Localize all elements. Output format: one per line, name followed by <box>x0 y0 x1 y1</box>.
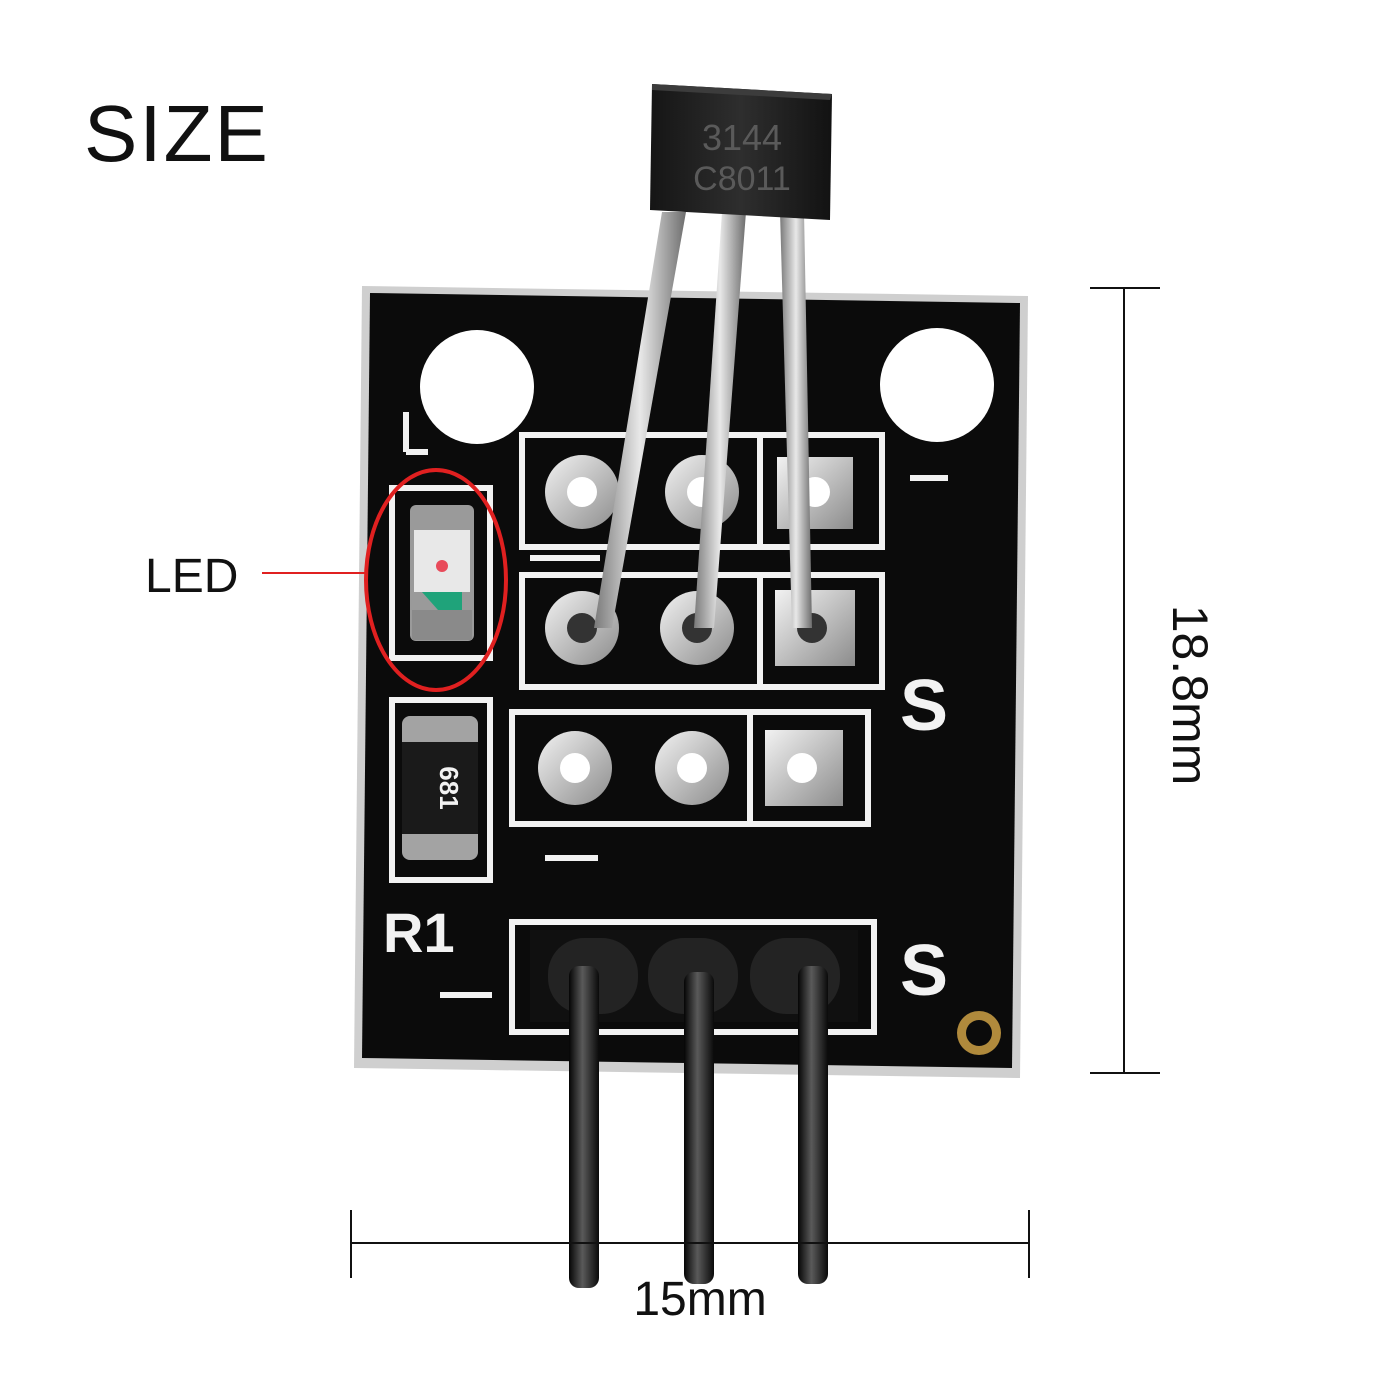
hall-sensor-3144 <box>650 84 832 220</box>
silkscreen-s-upper-label: S <box>900 666 948 746</box>
width-dimension-line <box>350 1210 1030 1278</box>
sensor-marking-line2: C8011 <box>693 160 791 198</box>
sensor-legs <box>594 212 812 628</box>
smd-resistor <box>402 716 478 860</box>
resistor-code-text: 681 <box>434 766 464 809</box>
mounting-hole-right <box>880 328 994 442</box>
silkscreen-r1-label: R1 <box>383 901 455 964</box>
pad-row-bottom <box>538 730 843 806</box>
height-dimension-line <box>1090 287 1160 1074</box>
led-highlight-ellipse <box>364 468 508 692</box>
header-pins <box>569 966 828 1288</box>
width-dimension-label: 15mm <box>633 1273 767 1326</box>
page-title: SIZE <box>84 89 270 178</box>
height-dimension-label: 18.8mm <box>1162 604 1218 786</box>
smd-led <box>410 505 474 641</box>
led-callout-label: LED <box>145 550 239 603</box>
sensor-marking-line1: 3144 <box>702 117 782 158</box>
mounting-hole-left <box>420 330 534 444</box>
silkscreen-s-lower-label: S <box>900 931 948 1011</box>
